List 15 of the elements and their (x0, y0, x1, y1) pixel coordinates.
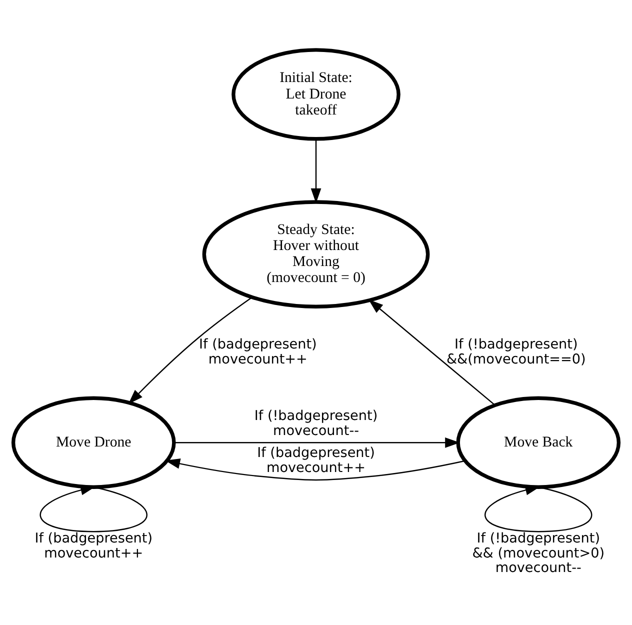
node-ellipse: Steady State: Hover without Moving (movecount = 0) (202, 200, 430, 308)
node-ellipse: Initial State: Let Drone takeoff (232, 48, 400, 140)
arrow (310, 138, 322, 203)
edge-label: If (!badgepresent) movecount-- (254, 408, 378, 438)
arrow (128, 296, 252, 404)
arrow (165, 458, 466, 480)
edge-label: If (badgepresent) movecount++ (34, 530, 153, 561)
node-ellipse: Move Drone (11, 396, 176, 488)
edge-label: If (badgepresent) movecount++ (257, 444, 375, 476)
edge-label: If (badgepresent) movecount++ (199, 336, 317, 367)
node-ellipse: Move Back (456, 396, 621, 488)
arrow (368, 298, 496, 405)
arrow (174, 436, 460, 448)
edge-label: If (!badgepresent) &&(movecount==0) (446, 336, 586, 367)
edge-label: If (!badgepresent) && (movecount>0) movecount-- (472, 530, 605, 576)
